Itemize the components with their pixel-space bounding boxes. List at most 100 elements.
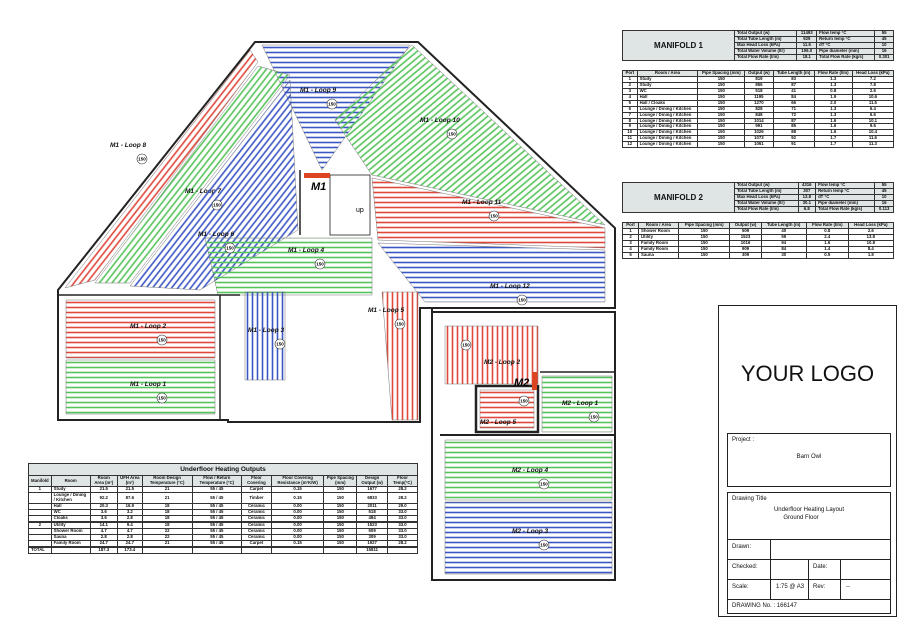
- table-cell: 2.6: [847, 227, 895, 235]
- table-cell: 150: [323, 521, 358, 529]
- table-cell: 84: [760, 245, 807, 253]
- table-cell: Total Water Volume (ltr): [734, 199, 799, 207]
- pipe-spacing-value: 150: [462, 343, 470, 348]
- heating-loop-area: [444, 325, 539, 385]
- pipe-spacing-value: 150: [138, 157, 146, 162]
- loop-label: M1 - Loop 5: [368, 307, 404, 314]
- table-cell: 1523: [729, 233, 762, 241]
- table-cell: [323, 546, 358, 554]
- table-cell: 22: [141, 533, 193, 541]
- table-cell: 28.2: [387, 492, 418, 505]
- heating-loop-area: [94, 65, 291, 284]
- pipe-spacing-value: 150: [226, 246, 234, 251]
- table-cell: 0.301: [874, 53, 894, 61]
- table-cell: Total Water Volume (ltr): [733, 47, 798, 55]
- pipe-spacing-badge: [136, 153, 148, 165]
- table-cell: 150: [323, 509, 358, 517]
- table-cell: 55: [874, 30, 894, 37]
- table-cell: 11.3: [851, 141, 895, 149]
- table-row: [28, 545, 418, 548]
- table-cell: 0.113: [874, 205, 894, 213]
- table-cell: 1016: [729, 239, 762, 247]
- loop-label: M2 - Loop 5: [480, 419, 516, 426]
- pipe-spacing-badge: [211, 199, 223, 211]
- table-cell: 30: [760, 251, 807, 259]
- date-label: Date:: [813, 564, 828, 570]
- table-cell: UFH Area (m²): [116, 475, 143, 488]
- table-cell: Room: [50, 475, 91, 488]
- drawing-title-line-2: Ground Floor: [783, 515, 819, 521]
- table-cell: 1: [621, 227, 640, 235]
- table-cell: 150: [697, 141, 746, 149]
- table-cell: [191, 546, 243, 554]
- table-cell: 1026: [744, 129, 774, 137]
- table-cell: 21: [141, 486, 193, 494]
- project-box: Project : Barn Owl: [727, 433, 891, 487]
- table-cell: 150: [677, 251, 731, 259]
- loop-label: M1 - Loop 6: [198, 231, 234, 238]
- table-cell: 33.0: [387, 521, 418, 529]
- pipe-spacing-badge: [488, 210, 500, 222]
- manifold-title: MANIFOLD 1: [622, 30, 735, 61]
- table-cell: 87.6: [116, 492, 143, 505]
- table-cell: 1061: [744, 141, 774, 149]
- table-cell: 150: [677, 239, 731, 247]
- loop-label: M1 - Loop 1: [130, 381, 166, 388]
- heating-loop-area: [444, 501, 613, 575]
- table-cell: 0.5: [805, 251, 849, 259]
- table-cell: [141, 545, 193, 548]
- loop-label: M1 - Loop 12: [490, 283, 530, 290]
- table-cell: [191, 520, 243, 523]
- table-cell: Floor Covering: [241, 475, 272, 488]
- table-cell: Pipe diameter (mm): [816, 47, 876, 55]
- heating-loop-area: [377, 242, 606, 303]
- table-cell: Return temp °C: [815, 187, 876, 195]
- table-cell: 187.3: [89, 546, 118, 554]
- table-cell: Manifold: [28, 475, 52, 488]
- table-row: [28, 520, 418, 523]
- table-cell: 309: [729, 251, 762, 259]
- drawing-title-line-1: Underfloor Heating Layout: [773, 507, 845, 513]
- table-cell: Total Output (w): [733, 30, 798, 37]
- drawing-title-label: Drawing Title: [732, 496, 767, 502]
- heating-loop-area: [64, 49, 259, 289]
- pipe-spacing-badge: [224, 242, 236, 254]
- table-cell: Lounge / Dining / Kitchen: [636, 129, 699, 137]
- manifold-1-marker: [304, 173, 330, 178]
- table-cell: 5: [621, 251, 640, 259]
- heating-loop-area: [65, 359, 216, 415]
- table-cell: 45: [874, 35, 894, 43]
- table-cell: 55 / 45: [191, 486, 243, 494]
- table-cell: Total Flow Rate (l/m): [734, 205, 799, 213]
- table-cell: 150: [323, 533, 358, 541]
- loop-label: M1 - Loop 10: [420, 117, 460, 124]
- pipe-spacing-badge: [394, 318, 406, 330]
- table-cell: Floor Temp(°C): [387, 475, 418, 488]
- manifold-title: MANIFOLD 2: [622, 182, 735, 213]
- table-cell: 150: [323, 492, 358, 505]
- pipe-spacing-value: 150: [316, 262, 324, 267]
- table-cell: Total Output (w): [734, 182, 799, 189]
- table-cell: Lounge / Dining / Kitchen: [50, 492, 91, 505]
- table-cell: 4: [621, 245, 640, 253]
- table-cell: 16: [874, 199, 894, 207]
- table-cell: 22: [141, 527, 193, 535]
- table-cell: Lounge / Dining / Kitchen: [636, 141, 699, 149]
- table-cell: [141, 546, 193, 554]
- table-cell: 55 / 45: [191, 492, 243, 505]
- pipe-spacing-value: 150: [518, 298, 526, 303]
- pipe-spacing-badge: [588, 411, 600, 423]
- loop-label: M1 - Loop 8: [110, 142, 146, 149]
- table-cell: Max Head Loss (kPa): [733, 41, 798, 49]
- table-cell: Pipe diameter (mm): [815, 199, 876, 207]
- table-cell: [270, 546, 325, 554]
